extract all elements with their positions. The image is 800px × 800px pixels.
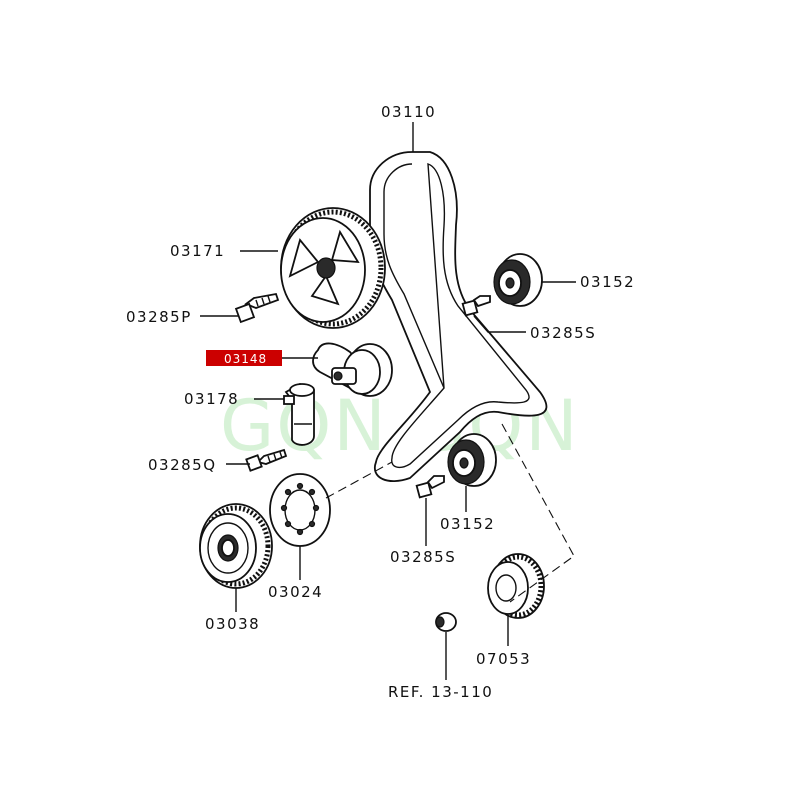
- label-cam-sprocket-text: 03171: [170, 242, 225, 260]
- label-crank-sprocket[interactable]: 07053: [476, 616, 531, 668]
- label-crank-pulley-text: 03038: [205, 615, 260, 633]
- auto-tensioner[interactable]: [283, 382, 315, 446]
- label-idler-lower-text: 03152: [440, 515, 495, 533]
- label-tensioner-bolt-text: 03285Q: [148, 456, 217, 474]
- label-idler-lower-bolt[interactable]: 03285S: [390, 498, 456, 566]
- label-idler-upper-bolt-text: 03285S: [530, 324, 596, 342]
- label-cam-bolt[interactable]: 03285P: [126, 308, 238, 326]
- label-cam-sprocket[interactable]: 03171: [170, 242, 278, 260]
- idler-pulley-lower[interactable]: [447, 433, 497, 487]
- label-idler-lower-bolt-text: 03285S: [390, 548, 456, 566]
- idler-pulley-upper[interactable]: [493, 253, 543, 307]
- crank-flange-plate[interactable]: [269, 473, 331, 547]
- label-ref[interactable]: REF. 13-110: [388, 632, 493, 701]
- label-auto-tensioner-text: 03178: [184, 390, 239, 408]
- woodruff-key[interactable]: [435, 612, 457, 632]
- label-idler-upper-text: 03152: [580, 273, 635, 291]
- label-idler-lower[interactable]: 03152: [440, 486, 495, 533]
- flange-holes: [280, 482, 320, 536]
- label-tensioner-text: 03148: [224, 352, 267, 366]
- tensioner-bolt[interactable]: [245, 448, 288, 472]
- label-auto-tensioner[interactable]: 03178: [184, 390, 284, 408]
- label-belt[interactable]: 03110: [381, 103, 436, 152]
- label-belt-text: 03110: [381, 103, 436, 121]
- label-crank-pulley[interactable]: 03038: [205, 588, 260, 633]
- leader-idler-upper-bolt: [473, 315, 526, 333]
- label-ref-text: REF. 13-110: [388, 683, 493, 701]
- label-idler-upper-bolt[interactable]: 03285S: [473, 315, 596, 342]
- label-idler-upper[interactable]: 03152: [542, 273, 635, 291]
- label-flange[interactable]: 03024: [268, 546, 323, 601]
- alignment-dashes: [325, 423, 575, 603]
- label-tensioner-bolt[interactable]: 03285Q: [148, 456, 250, 474]
- crankshaft-pulley[interactable]: [199, 503, 273, 589]
- cam-sprocket-bolt[interactable]: [234, 292, 280, 324]
- crankshaft-sprocket[interactable]: [487, 553, 545, 619]
- label-cam-bolt-text: 03285P: [126, 308, 192, 326]
- label-crank-sprocket-text: 07053: [476, 650, 531, 668]
- label-flange-text: 03024: [268, 583, 323, 601]
- tensioner-pulley-assembly[interactable]: [312, 342, 393, 397]
- label-tensioner[interactable]: 03148: [206, 350, 318, 366]
- idler-lower-bolt[interactable]: [415, 475, 445, 499]
- label-tensioner-highlight: [206, 350, 282, 366]
- idler-upper-bolt[interactable]: [461, 295, 491, 317]
- camshaft-sprocket[interactable]: [280, 207, 386, 329]
